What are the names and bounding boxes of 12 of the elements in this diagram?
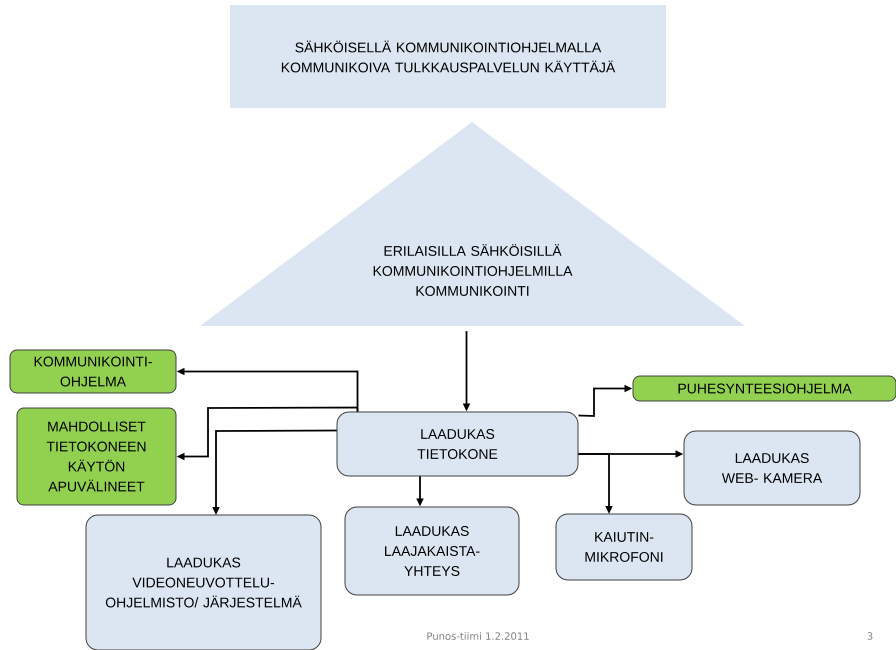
rounded-box: KOMMUNIKOINTI- OHJELMA (10, 350, 176, 394)
rounded-box: KAIUTIN- MIKROFONI (556, 514, 692, 580)
rounded-box: LAADUKAS LAAJAKAISTA- YHTEYS (344, 506, 520, 596)
footer-text: Punos-tiimi 1.2.2011 (427, 632, 529, 640)
page-number: 3 (868, 632, 872, 640)
triangle: ERILAISILLA SÄHKÖISILLÄ KOMMUNIKOINTIOHJELMILLA KOMMUNIKOINTI (200, 122, 745, 326)
rounded-box: LAADUKAS VIDEONEUVOTTELU- OHJELMISTO/ JÄRJESTELMÄ (86, 514, 322, 650)
rounded-box: LAADUKAS TIETOKONE (336, 412, 578, 476)
rounded-box: PUHESYNTEESIOHJELMA (632, 376, 896, 402)
rounded-box: LAADUKAS WEB- KAMERA (684, 430, 860, 506)
rounded-box: MAHDOLLISET TIETOKONEEN KÄYTÖN APUVÄLINEET (16, 408, 176, 506)
title-band: SÄHKÖISELLÄ KOMMUNIKOINTIOHJELMALLA KOMMUNIKOIVA TULKKAUSPALVELUN KÄYTTÄJÄ (230, 5, 666, 108)
